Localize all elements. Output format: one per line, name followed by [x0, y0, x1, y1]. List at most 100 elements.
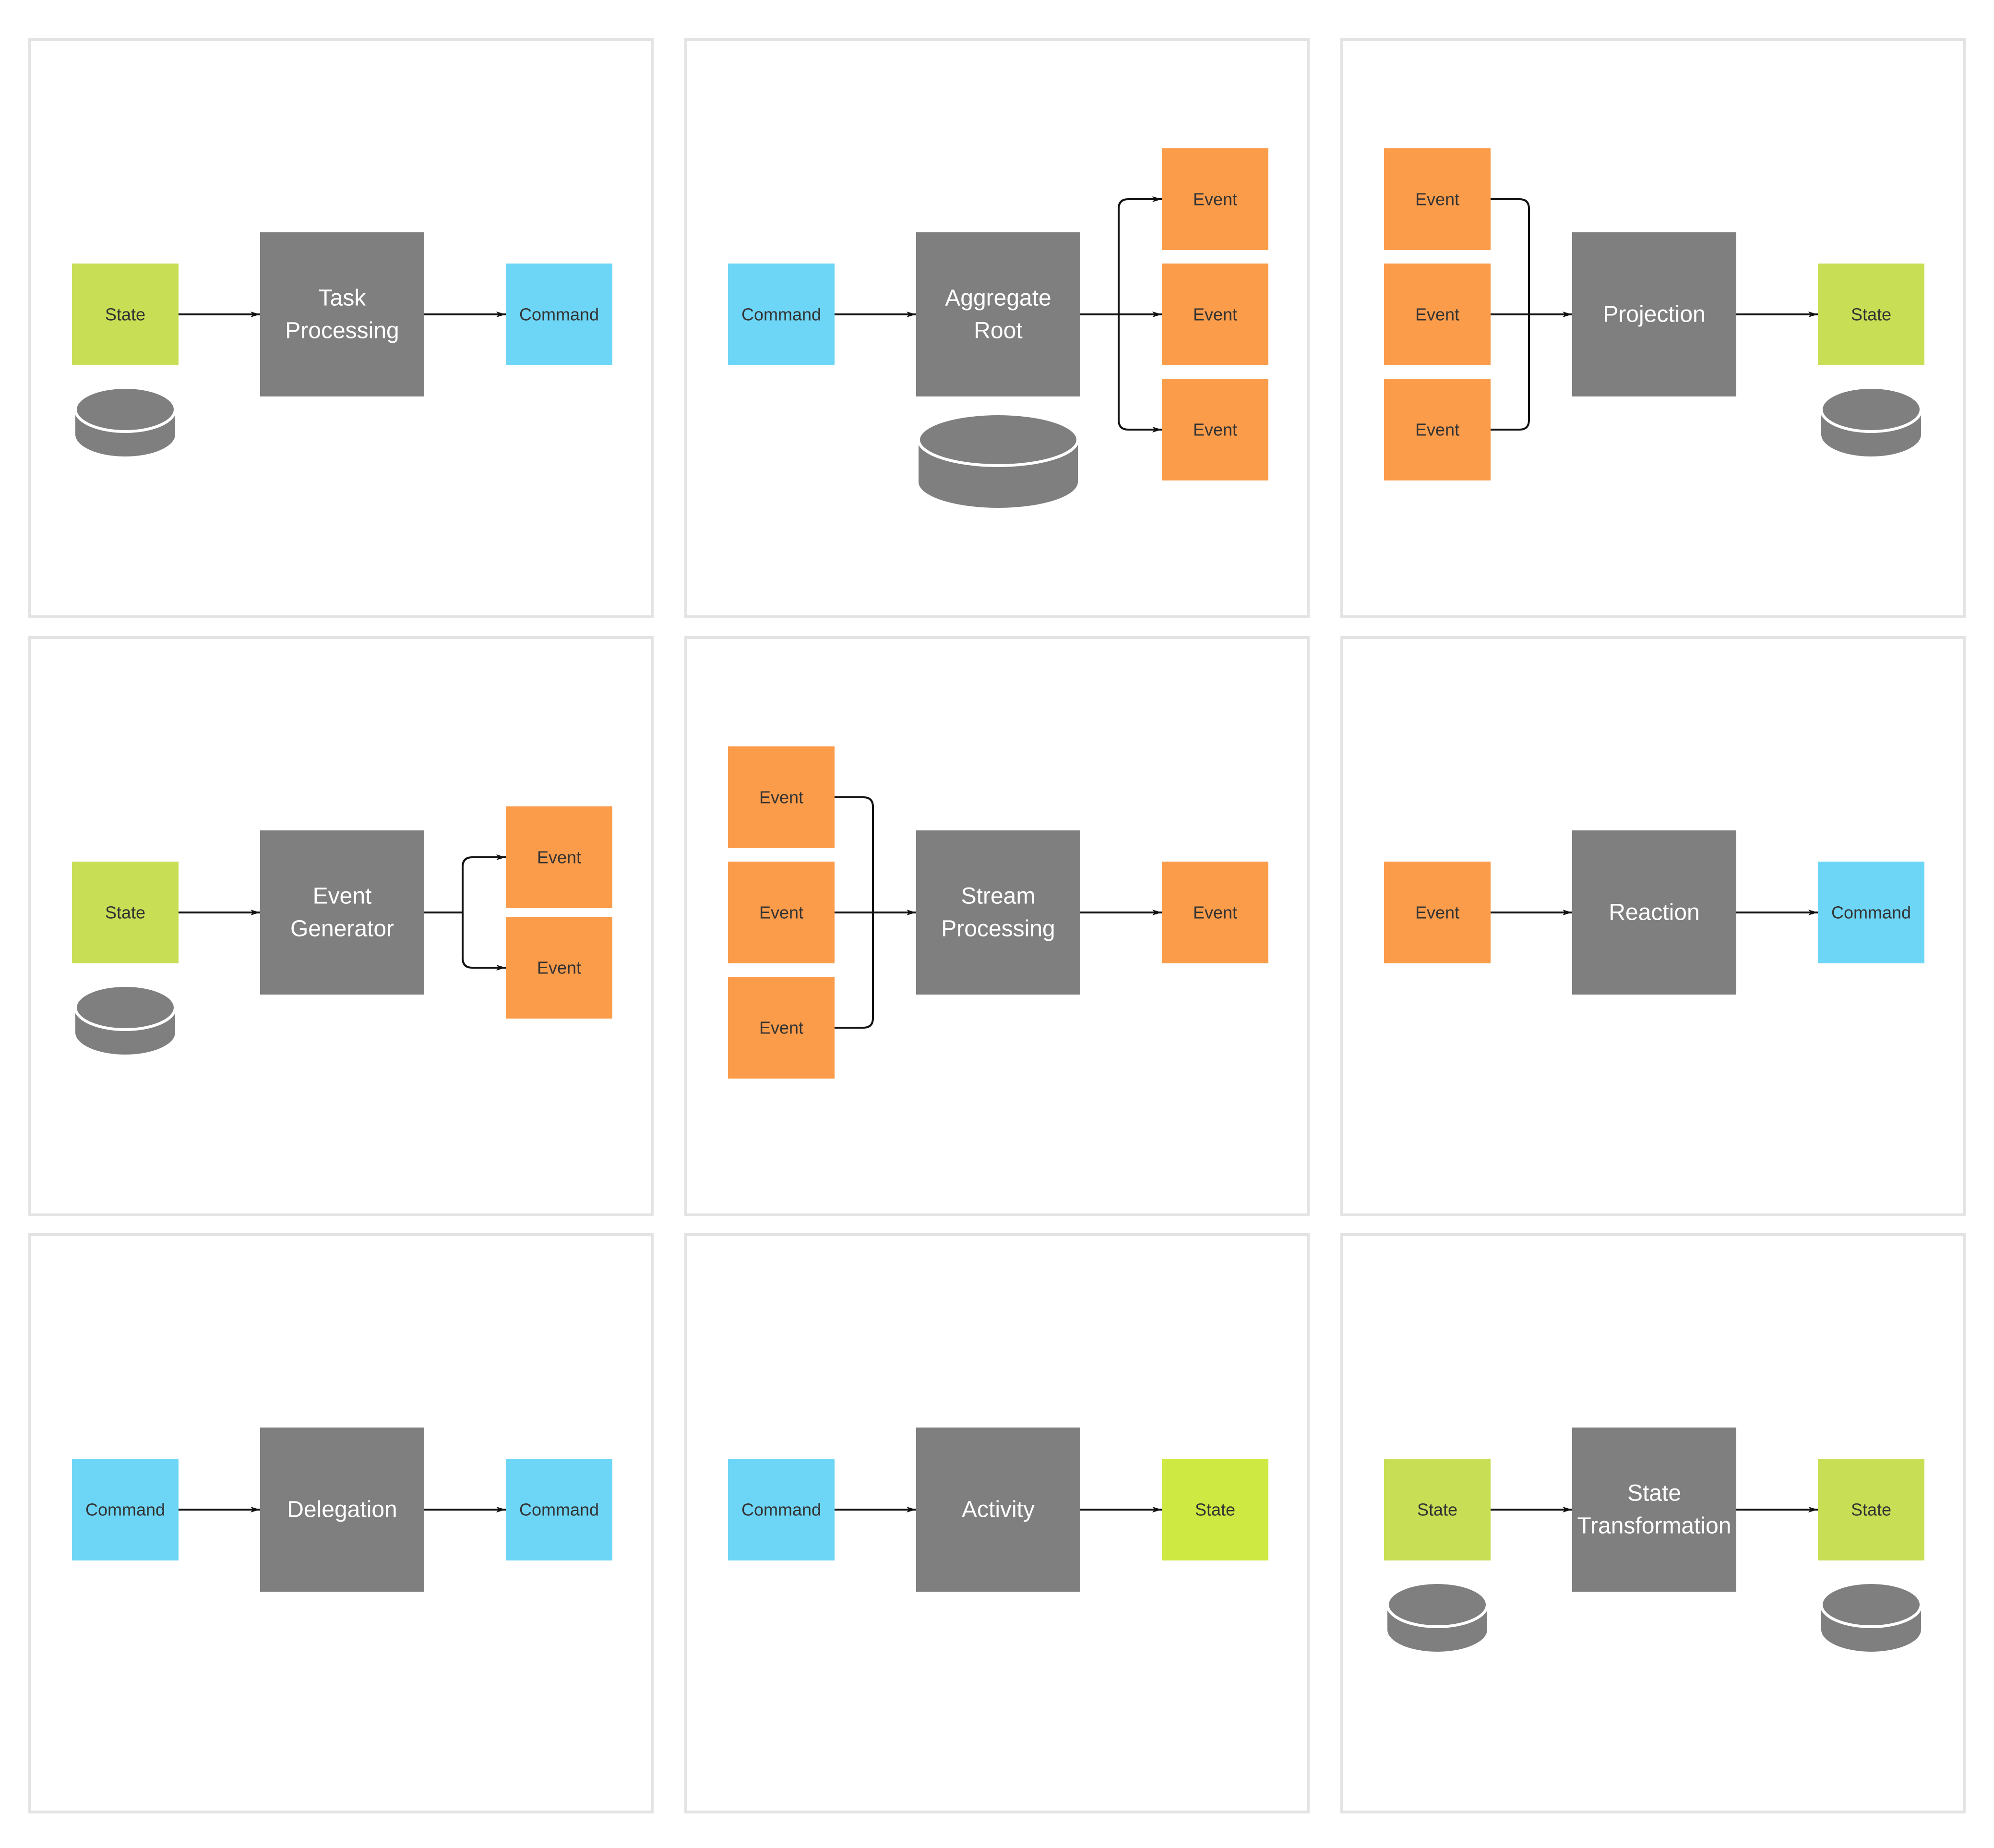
process-activity-label-line-1: Activity — [962, 1497, 1035, 1523]
input-event-2-box — [728, 862, 835, 963]
output-event-2-box — [1162, 264, 1268, 365]
arrow-split-to-output-1 — [462, 854, 506, 912]
input-state-1-box — [72, 264, 179, 365]
output-state-1-box — [1818, 1459, 1924, 1560]
merge-connector — [835, 912, 874, 1029]
output-state-1-box — [1162, 1459, 1268, 1560]
input-event-3-label: Event — [759, 1018, 803, 1038]
output-event-1-label: Event — [1193, 903, 1237, 923]
output-event-2: Event — [506, 917, 612, 1019]
process-event-generator-label-line-2: Generator — [290, 916, 394, 942]
panel-reaction: Reaction Event Command — [1340, 636, 1966, 1216]
input-event-1-box — [1384, 148, 1491, 250]
process-delegation-label-line-1: Delegation — [287, 1497, 397, 1523]
output-command-1-label: Command — [519, 1500, 599, 1520]
input-event-2: Event — [728, 862, 835, 963]
input-command-1: Command — [728, 264, 835, 365]
process-stream-processing-box — [916, 830, 1080, 995]
process-state-transformation-label-line-2: Transformation — [1577, 1513, 1731, 1539]
input-event-3: Event — [1384, 379, 1491, 480]
input-command-1-box — [72, 1459, 179, 1560]
input-command-1: Command — [728, 1459, 835, 1560]
input-event-1-box — [1384, 862, 1491, 963]
process-aggregate-root-label-line-2: Root — [974, 318, 1022, 344]
database-input-icon — [1386, 1581, 1489, 1652]
input-state-1-label: State — [105, 305, 145, 324]
input-command-1-label: Command — [85, 1500, 165, 1520]
input-event-3-box — [728, 977, 835, 1079]
output-state-1-label: State — [1851, 1500, 1891, 1520]
process-reaction-box — [1572, 830, 1736, 995]
input-state-1: State — [72, 862, 179, 963]
output-state-1-box — [1818, 264, 1924, 365]
input-event-2: Event — [1384, 264, 1491, 365]
process-aggregate-root-label-line-1: Aggregate — [945, 286, 1051, 311]
input-event-3-box — [1384, 379, 1491, 480]
input-state-1-label: State — [1417, 1500, 1457, 1520]
process-reaction: Reaction — [1572, 830, 1736, 995]
input-event-1-label: Event — [759, 788, 803, 807]
input-event-3: Event — [728, 977, 835, 1079]
process-delegation-box — [260, 1428, 424, 1592]
output-event-3-box — [1162, 379, 1268, 480]
process-stream-processing-label-line-2: Processing — [941, 916, 1055, 942]
process-stream-processing-label-line-1: Stream — [961, 884, 1036, 909]
output-command-1: Command — [506, 1459, 612, 1560]
process-projection: Projection — [1572, 232, 1736, 396]
output-event-1: Event — [1162, 148, 1268, 250]
arrow-split-to-output-3 — [1118, 314, 1162, 432]
input-event-2-box — [1384, 264, 1491, 365]
output-event-1-box — [506, 806, 612, 908]
database-output-icon — [1820, 1581, 1922, 1652]
output-command-1-box — [506, 264, 612, 365]
process-projection-box — [1572, 232, 1736, 396]
output-event-2-label: Event — [1193, 305, 1237, 324]
process-activity: Activity — [916, 1428, 1080, 1592]
input-event-1: Event — [728, 746, 835, 848]
output-event-1-box — [1162, 862, 1268, 963]
output-state-1-label: State — [1195, 1500, 1235, 1520]
output-event-2-label: Event — [537, 958, 581, 978]
input-command-1-box — [728, 264, 835, 365]
input-state-1: State — [72, 264, 179, 365]
process-activity-box — [916, 1428, 1080, 1592]
input-event-1: Event — [1384, 862, 1491, 963]
process-task-processing-label-line-2: Processing — [285, 318, 399, 344]
database-input-icon — [74, 386, 177, 456]
input-event-3-label: Event — [1415, 420, 1459, 440]
output-event-1: Event — [1162, 862, 1268, 963]
output-event-1: Event — [506, 806, 612, 908]
input-event-2-label: Event — [759, 903, 803, 923]
output-event-2-box — [506, 917, 612, 1019]
process-delegation: Delegation — [260, 1428, 424, 1592]
arrow-split-to-output-1 — [1118, 196, 1162, 314]
output-event-3-label: Event — [1193, 420, 1237, 440]
output-command-1-box — [506, 1459, 612, 1560]
input-command-1: Command — [72, 1459, 179, 1560]
process-task-processing-box — [260, 232, 424, 396]
output-command-1-label: Command — [519, 305, 599, 324]
database-input-icon — [74, 984, 177, 1055]
process-task-processing-label-line-1: Task — [319, 286, 367, 311]
input-state-1-label: State — [105, 903, 145, 923]
panel-delegation: Delegation Command Command — [28, 1233, 654, 1813]
output-event-1-box — [1162, 148, 1268, 250]
process-event-generator-label-line-1: Event — [313, 884, 372, 909]
process-aggregate-root-box — [916, 232, 1080, 396]
output-state-1-label: State — [1851, 305, 1891, 324]
process-event-generator-box — [260, 830, 424, 995]
output-event-1-label: Event — [537, 848, 581, 867]
output-command-1-label: Command — [1831, 903, 1911, 923]
merge-connector — [1491, 314, 1530, 431]
